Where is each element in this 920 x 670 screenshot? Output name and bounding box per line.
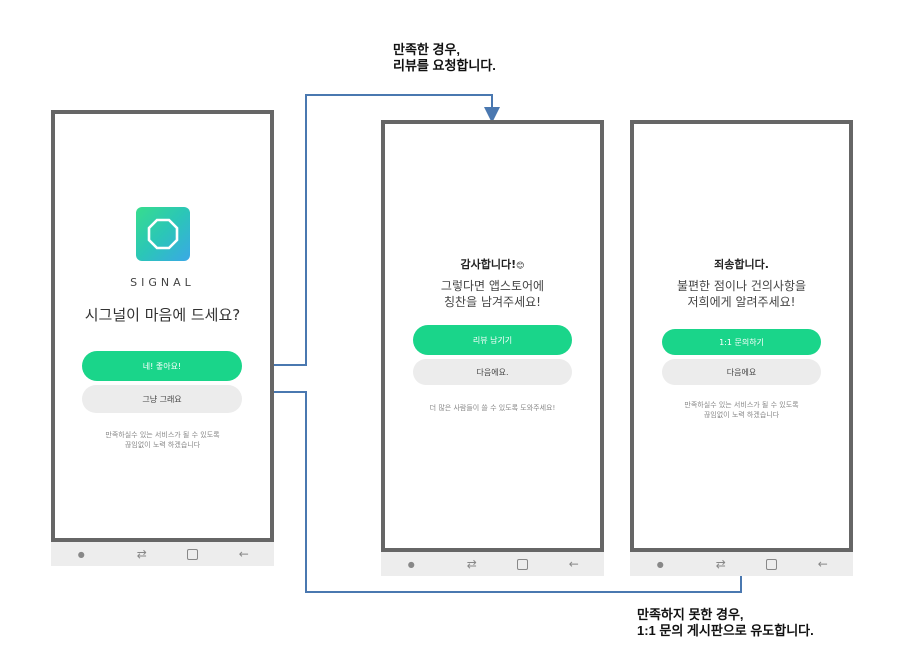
signal-logo-icon [147, 218, 179, 250]
write-review-button[interactable]: 리뷰 남기기 [413, 325, 572, 355]
navigation-bar: ● ⇄ ← [630, 552, 853, 576]
yes-like-button[interactable]: 네! 좋아요! [82, 351, 242, 381]
navigation-bar: ● ⇄ ← [51, 542, 274, 566]
callout-unsatisfied: 만족하지 못한 경우, 1:1 문의 게시판으로 유도합니다. [637, 607, 814, 638]
thank-you-title: 감사합니다!😊 [385, 256, 600, 272]
back-icon[interactable]: ← [568, 557, 579, 571]
message-line-1: 불편한 점이나 건의사항을 [676, 279, 807, 293]
footer-line-1: 만족하실수 있는 서비스가 될 수 있도록 [105, 431, 220, 439]
brand-name: SIGNAL [130, 276, 195, 289]
no-flow-connector [243, 391, 749, 593]
dot-icon[interactable]: ● [656, 559, 664, 569]
dot-icon[interactable]: ● [77, 549, 85, 559]
later-button[interactable]: 다음에요 [662, 359, 821, 385]
rating-question: 시그널이 마음에 드세요? [84, 306, 241, 324]
so-so-button[interactable]: 그냥 그래요 [82, 385, 242, 413]
back-icon[interactable]: ← [238, 547, 249, 561]
footer-line-2: 끊임없이 노력 하겠습니다 [124, 441, 201, 449]
recent-apps-icon[interactable]: ⇄ [136, 547, 147, 561]
navigation-bar: ● ⇄ ← [381, 552, 604, 576]
one-on-one-inquiry-button[interactable]: 1:1 문의하기 [662, 329, 821, 355]
home-icon[interactable] [766, 558, 778, 570]
message-line-1: 그렇다면 앱스토어에 [440, 279, 545, 293]
sorry-title: 죄송합니다. [714, 258, 769, 271]
yes-flow-connector [243, 94, 500, 366]
home-icon[interactable] [187, 548, 199, 560]
footer-line-1: 만족하실수 있는 서비스가 될 수 있도록 [684, 401, 799, 409]
recent-apps-icon[interactable]: ⇄ [715, 557, 726, 571]
screen-rating-prompt: SIGNAL 시그널이 마음에 드세요? 네! 좋아요! 그냥 그래요 만족하실… [51, 110, 274, 542]
home-icon[interactable] [517, 558, 529, 570]
message-line-2: 저희에게 알려주세요! [687, 295, 796, 309]
smile-emoji-icon: 😊 [516, 261, 525, 270]
footer-line-2: 끊임없이 노력 하겠습니다 [703, 411, 780, 419]
screen-sorry: 죄송합니다. 불편한 점이나 건의사항을 저희에게 알려주세요! 1:1 문의하… [630, 120, 853, 552]
share-encourage-text: 더 많은 사람들이 쓸 수 있도록 도와주세요! [429, 404, 556, 412]
screen-thank-you: 감사합니다!😊 그렇다면 앱스토어에 칭찬을 남겨주세요! 리뷰 남기기 다음에… [381, 120, 604, 552]
back-icon[interactable]: ← [817, 557, 828, 571]
signal-logo [136, 207, 190, 261]
message-line-2: 칭찬을 남겨주세요! [444, 295, 541, 309]
dot-icon[interactable]: ● [407, 559, 415, 569]
later-button[interactable]: 다음에요. [413, 359, 572, 385]
thank-you-title-text: 감사합니다! [460, 258, 517, 271]
callout-satisfied: 만족한 경우, 리뷰를 요청합니다. [393, 42, 496, 73]
recent-apps-icon[interactable]: ⇄ [466, 557, 477, 571]
